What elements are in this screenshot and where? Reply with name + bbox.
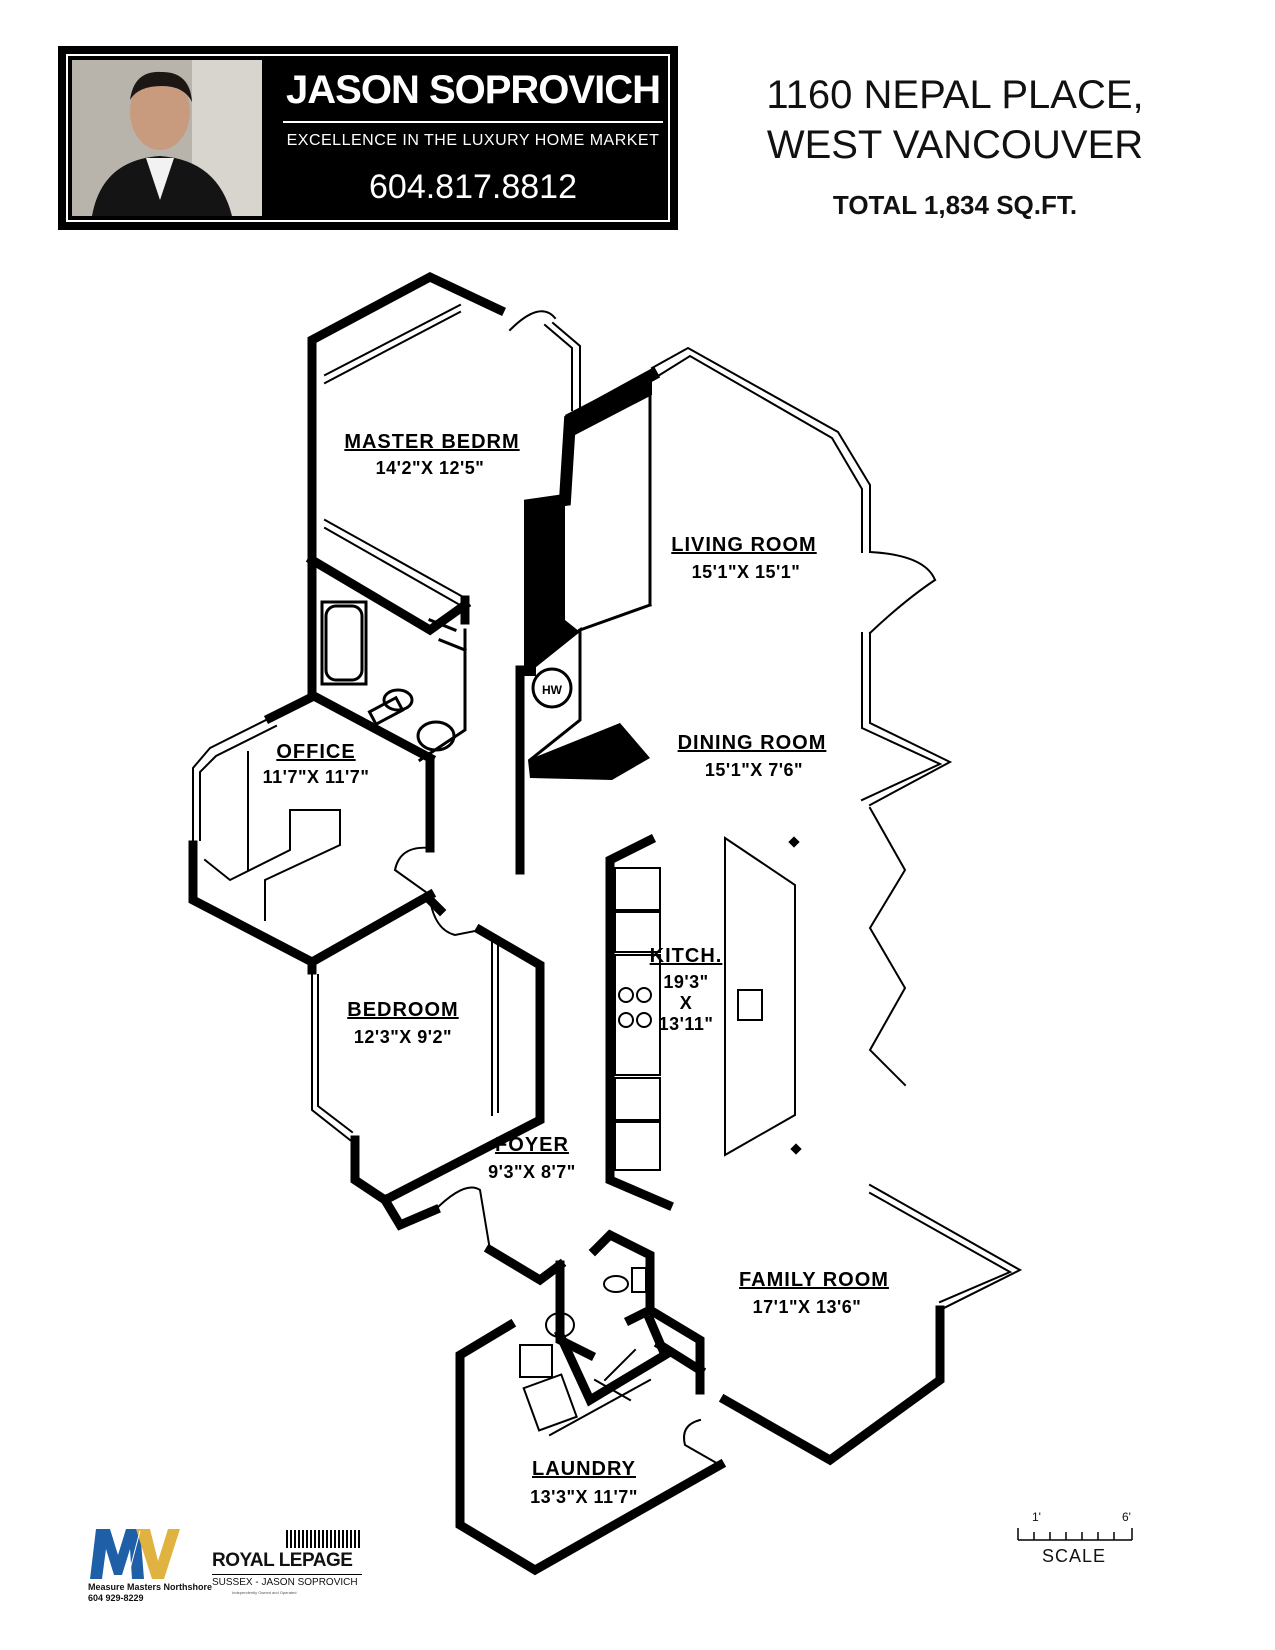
agent-photo xyxy=(72,60,262,216)
total-area: TOTAL 1,834 SQ.FT. xyxy=(832,190,1078,220)
address-line-2: WEST VANCOUVER xyxy=(766,123,1144,167)
room-label-office: OFFICE xyxy=(276,741,355,763)
brokerage-sub: SUSSEX - JASON SOPROVICH xyxy=(212,1577,358,1588)
measure-masters-logo xyxy=(88,1525,198,1595)
brokerage-divider xyxy=(212,1574,362,1575)
room-dims-office: 11'7"X 11'7" xyxy=(263,767,370,787)
measure-masters-name: Measure Masters Northshore xyxy=(88,1582,213,1592)
hot-water-tank xyxy=(531,667,573,709)
property-address: 1160 NEPAL PLACE, WEST VANCOUVER xyxy=(735,70,1175,170)
room-label-master: MASTER BEDRM xyxy=(344,431,519,453)
hot-water-label: HW xyxy=(542,683,563,697)
room-dims-laundry: 13'3"X 11'7" xyxy=(530,1487,638,1507)
measure-masters-phone: 604 929-8229 xyxy=(88,1593,144,1603)
master-bedroom-walls xyxy=(305,271,506,765)
room-label-dining: DINING ROOM xyxy=(678,732,827,754)
room-dims-master: 14'2"X 12'5" xyxy=(376,458,485,478)
room-label-living: LIVING ROOM xyxy=(671,534,816,556)
scale-tick-start: 1' xyxy=(1032,1510,1041,1524)
agent-tagline: EXCELLENCE IN THE LUXURY HOME MARKET xyxy=(286,132,660,149)
stove-burners xyxy=(618,987,652,1028)
room-dims-bedroom: 12'3"X 9'2" xyxy=(354,1027,452,1047)
address-line-1: 1160 NEPAL PLACE, xyxy=(766,73,1144,117)
room-label-kitchen: KITCH. xyxy=(650,945,723,967)
room-label-bedroom: BEDROOM xyxy=(347,999,458,1021)
room-dims-living: 15'1"X 15'1" xyxy=(692,562,801,582)
room-dims-foyer: 9'3"X 8'7" xyxy=(488,1162,576,1182)
room-dims-kitchen-1: 19'3" xyxy=(663,972,708,992)
room-label-laundry: LAUNDRY xyxy=(532,1458,636,1480)
room-dims-family: 17'1"X 13'6" xyxy=(753,1297,862,1317)
scale-label: SCALE xyxy=(1042,1546,1107,1566)
banner-border xyxy=(66,54,670,222)
room-dims-dining: 15'1"X 7'6" xyxy=(705,760,803,780)
agent-banner: JASON SOPROVICH EXCELLENCE IN THE LUXURY… xyxy=(58,46,678,230)
banner-divider xyxy=(283,121,663,123)
agent-phone: 604.817.8812 xyxy=(369,168,577,206)
agent-name: JASON SOPROVICH xyxy=(286,68,661,112)
scale-bar: 1' 6' SCALE xyxy=(1010,1510,1140,1570)
room-label-foyer: FOYER xyxy=(495,1134,569,1156)
room-dims-kitchen-2: X xyxy=(680,993,693,1013)
royal-lepage-logo: ROYAL LEPAGE SUSSEX - JASON SOPROVICH In… xyxy=(212,1530,362,1600)
room-dims-kitchen-3: 13'11" xyxy=(659,1014,714,1034)
room-label-family: FAMILY ROOM xyxy=(739,1269,889,1291)
brokerage-name: ROYAL LEPAGE xyxy=(212,1550,353,1571)
royal-lepage-bars xyxy=(286,1530,362,1548)
brokerage-fine-print: Independently Owned and Operated xyxy=(232,1590,297,1595)
scale-tick-end: 6' xyxy=(1122,1510,1131,1524)
